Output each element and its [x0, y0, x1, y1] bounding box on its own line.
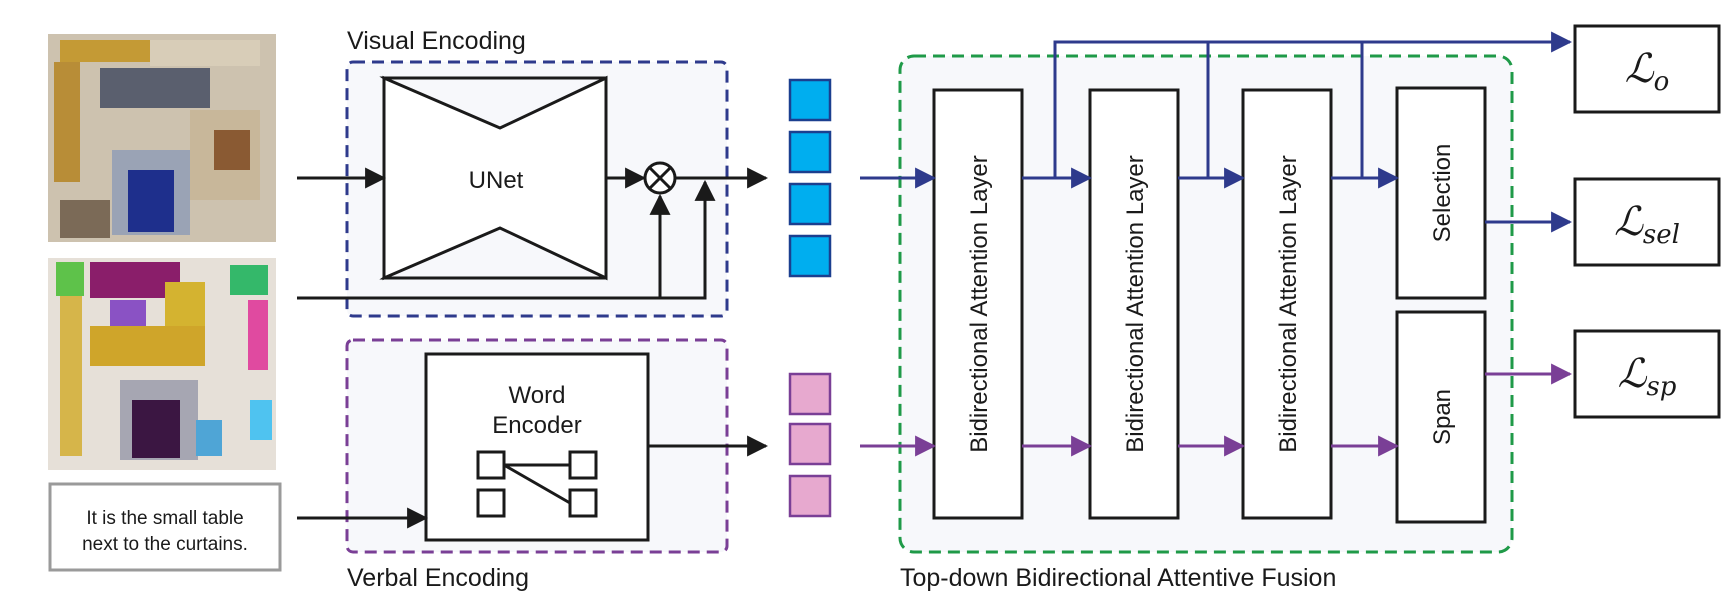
- loss-o-box: ℒo: [1573, 24, 1721, 114]
- selection-label: Selection: [1429, 144, 1456, 243]
- loss-sel-subscript: sel: [1643, 220, 1680, 250]
- point-cloud-segmentation-image: [48, 258, 276, 470]
- loss-sel-box: ℒsel: [1573, 177, 1721, 267]
- span-block: Span: [1395, 310, 1487, 524]
- visual-encoding-title: Visual Encoding: [347, 27, 526, 55]
- verbal-input-arrows: [297, 435, 769, 529]
- multiply-operator-icon: [643, 161, 677, 195]
- visual-input-arrows: [297, 167, 769, 300]
- word-encoder-label-line-1: Word: [509, 382, 566, 409]
- network-icon: [476, 450, 598, 518]
- span-label: Span: [1429, 389, 1456, 445]
- loss-sel-symbol: ℒ: [1614, 199, 1644, 245]
- visual-stream-arrows: [860, 31, 1573, 233]
- visual-feature-tokens: [788, 78, 832, 278]
- unet-label: UNet: [469, 167, 524, 194]
- svg-text:Bidirectional Attention Layer: Bidirectional Attention Layer: [1275, 155, 1302, 453]
- loss-sp-subscript: sp: [1646, 372, 1676, 402]
- loss-o-subscript: o: [1654, 67, 1670, 97]
- loss-o-symbol: ℒ: [1625, 46, 1655, 92]
- bidirectional-attention-layer-3: Bidirectional Attention Layer: [1241, 88, 1333, 520]
- point-cloud-rgb-image: [48, 34, 276, 242]
- selection-block: Selection: [1395, 86, 1487, 300]
- svg-text:Bidirectional Attention Layer: Bidirectional Attention Layer: [966, 155, 993, 453]
- loss-sp-box: ℒsp: [1573, 329, 1721, 419]
- verbal-encoding-title: Verbal Encoding: [347, 564, 529, 592]
- svg-text:ℒsp: ℒsp: [1618, 351, 1677, 402]
- verbal-feature-tokens: [788, 372, 832, 518]
- verbal-stream-arrows: [860, 363, 1573, 457]
- bidirectional-attention-layer-2: Bidirectional Attention Layer: [1088, 88, 1180, 520]
- word-encoder-block: Word Encoder: [424, 352, 650, 542]
- unet-block: UNet: [379, 75, 608, 281]
- svg-text:ℒo: ℒo: [1625, 46, 1669, 97]
- query-text-line-2: next to the curtains.: [82, 534, 248, 555]
- svg-text:Bidirectional Attention Layer: Bidirectional Attention Layer: [1122, 155, 1149, 453]
- query-text-line-1: It is the small table: [86, 508, 243, 529]
- svg-text:ℒsel: ℒsel: [1614, 199, 1680, 250]
- fusion-title: Top-down Bidirectional Attentive Fusion: [900, 564, 1336, 592]
- bidirectional-attention-layer-1: Bidirectional Attention Layer: [932, 88, 1024, 520]
- query-text-box: It is the small table next to the curtai…: [48, 482, 282, 572]
- word-encoder-label-line-2: Encoder: [492, 412, 581, 439]
- fusion-box: [898, 54, 1514, 554]
- loss-sp-symbol: ℒ: [1618, 351, 1648, 397]
